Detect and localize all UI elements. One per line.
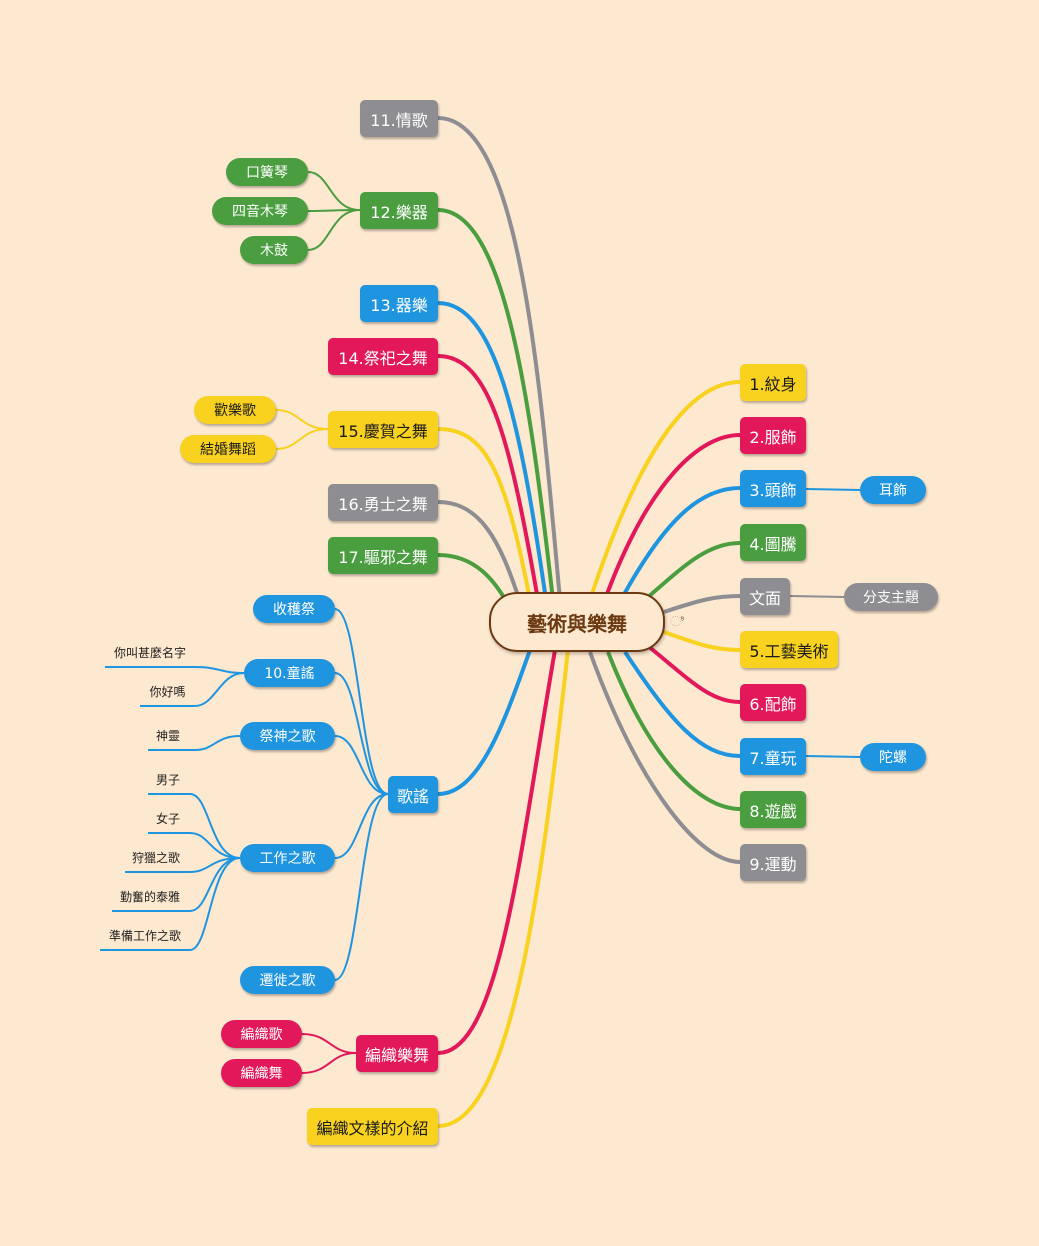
link-r6 bbox=[646, 644, 741, 704]
topic-songs[interactable]: 歌謠 bbox=[388, 776, 438, 813]
link-songs-children bbox=[334, 672, 389, 795]
link-11 bbox=[437, 116, 562, 601]
topic-17-exorcism-dance[interactable]: 17.驅邪之舞 bbox=[328, 537, 438, 574]
topic-15-child-1[interactable]: 歡樂歌 bbox=[194, 396, 276, 424]
leaf-diligent-atayal[interactable]: 勤奮的泰雅 bbox=[119, 890, 180, 904]
topic-15-celebration-dance[interactable]: 15.慶賀之舞 bbox=[328, 411, 438, 448]
topic-migration-song[interactable]: 遷徙之歌 bbox=[240, 966, 335, 994]
link-r3-child bbox=[805, 488, 861, 491]
link-text bbox=[663, 594, 741, 614]
link-15-a bbox=[275, 409, 329, 430]
topic-2-clothing[interactable]: 2.服飾 bbox=[740, 417, 806, 454]
topic-earrings[interactable]: 耳飾 bbox=[860, 476, 926, 504]
link-13 bbox=[437, 301, 548, 601]
topic-work-song[interactable]: 工作之歌 bbox=[240, 844, 335, 872]
branch-toggle-icon[interactable]: ಿ bbox=[670, 614, 684, 630]
link-r7 bbox=[623, 650, 741, 758]
link-r1 bbox=[590, 380, 741, 595]
link-r2 bbox=[605, 433, 741, 595]
topic-harvest-festival[interactable]: 收穫祭 bbox=[253, 595, 335, 623]
link-15 bbox=[437, 427, 532, 601]
link-god-a bbox=[148, 735, 241, 751]
leaf-men[interactable]: 男子 bbox=[155, 773, 180, 787]
topic-12-child-3[interactable]: 木鼓 bbox=[240, 236, 308, 264]
leaf-prepare-work-song[interactable]: 準備工作之歌 bbox=[108, 929, 181, 943]
link-r3 bbox=[620, 486, 741, 599]
topic-14-ritual-dance[interactable]: 14.祭祀之舞 bbox=[328, 338, 438, 375]
link-14 bbox=[437, 354, 540, 601]
topic-10-nursery-rhyme[interactable]: 10.童謠 bbox=[244, 659, 335, 687]
topic-9-sports[interactable]: 9.運動 bbox=[740, 844, 806, 881]
link-songs-work bbox=[334, 793, 389, 859]
link-15-b bbox=[275, 428, 329, 450]
topic-5-crafts[interactable]: 5.工藝美術 bbox=[740, 631, 838, 668]
link-work-b bbox=[148, 832, 241, 859]
topic-8-games[interactable]: 8.遊戲 bbox=[740, 791, 806, 828]
link-r8 bbox=[606, 651, 741, 811]
topic-11-love-song[interactable]: 11.情歌 bbox=[360, 100, 438, 137]
link-12-c bbox=[307, 209, 361, 251]
link-12-a bbox=[307, 171, 361, 211]
topic-12-child-2[interactable]: 四音木琴 bbox=[212, 197, 308, 225]
leaf-what-is-your-name[interactable]: 你叫甚麼名字 bbox=[113, 646, 186, 660]
link-songs bbox=[437, 649, 532, 796]
topic-6-accessories[interactable]: 6.配飾 bbox=[740, 684, 806, 721]
central-topic[interactable]: 藝術與樂舞 bbox=[489, 592, 665, 652]
topic-1-tattoo[interactable]: 1.紋身 bbox=[740, 364, 806, 401]
link-text-child bbox=[789, 595, 845, 598]
topic-13-instrumental[interactable]: 13.器樂 bbox=[360, 285, 438, 322]
link-12 bbox=[437, 208, 555, 601]
topic-weaving-song[interactable]: 編織歌 bbox=[221, 1020, 302, 1048]
topic-15-child-2[interactable]: 結婚舞蹈 bbox=[180, 435, 276, 463]
link-children-a bbox=[105, 666, 245, 674]
topic-facial-tattoo[interactable]: 文面 bbox=[740, 578, 790, 615]
link-weave bbox=[437, 649, 557, 1055]
topic-weaving-music-dance[interactable]: 編織樂舞 bbox=[356, 1035, 438, 1072]
link-songs-harvest bbox=[334, 608, 389, 795]
leaf-hunting-song[interactable]: 狩獵之歌 bbox=[131, 851, 180, 865]
link-r7-child bbox=[805, 755, 861, 758]
topic-12-instruments[interactable]: 12.樂器 bbox=[360, 192, 438, 229]
link-pattern bbox=[437, 649, 570, 1128]
leaf-spirit[interactable]: 神靈 bbox=[155, 729, 180, 743]
topic-3-headwear[interactable]: 3.頭飾 bbox=[740, 470, 806, 507]
link-r5 bbox=[663, 630, 741, 652]
topic-subtopic[interactable]: 分支主題 bbox=[844, 583, 938, 611]
link-work-a bbox=[148, 793, 241, 859]
link-songs-god bbox=[334, 735, 389, 795]
link-children-b bbox=[140, 672, 245, 707]
link-16 bbox=[437, 500, 522, 603]
link-work-e bbox=[100, 857, 241, 951]
topic-spinning-top[interactable]: 陀螺 bbox=[860, 743, 926, 771]
topic-weaving-dance[interactable]: 編織舞 bbox=[221, 1059, 302, 1087]
topic-god-song[interactable]: 祭神之歌 bbox=[240, 722, 335, 750]
topic-7-toys[interactable]: 7.童玩 bbox=[740, 738, 806, 775]
topic-weaving-pattern-intro[interactable]: 編織文樣的介紹 bbox=[307, 1108, 438, 1145]
link-weave-a bbox=[301, 1033, 357, 1054]
link-r4 bbox=[638, 541, 741, 606]
topic-16-warrior-dance[interactable]: 16.勇士之舞 bbox=[328, 484, 438, 521]
link-r9 bbox=[588, 651, 741, 864]
link-work-d bbox=[112, 857, 241, 912]
leaf-how-are-you[interactable]: 你好嗎 bbox=[149, 685, 186, 699]
link-weave-b bbox=[301, 1052, 357, 1074]
link-songs-migration bbox=[334, 793, 389, 981]
topic-12-child-1[interactable]: 口簧琴 bbox=[226, 158, 308, 186]
topic-4-totem[interactable]: 4.圖騰 bbox=[740, 524, 806, 561]
leaf-women[interactable]: 女子 bbox=[155, 812, 180, 826]
